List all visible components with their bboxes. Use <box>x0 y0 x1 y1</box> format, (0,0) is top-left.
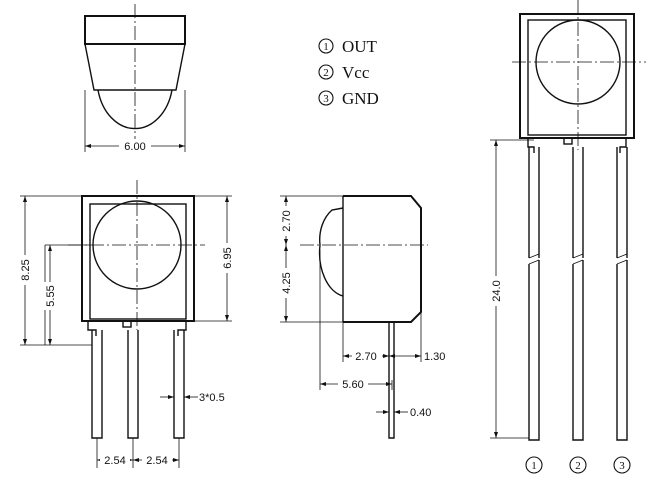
dim-lead-thickness: 0.40 <box>410 407 431 419</box>
pin-table-row-1: 1 OUT <box>318 37 378 56</box>
pin-table-name-1: OUT <box>342 37 378 56</box>
dim-depth-lens: 2.70 <box>355 351 376 363</box>
pin-table-name-3: GND <box>342 89 379 108</box>
dim-lead-width: 3*0.5 <box>199 392 225 404</box>
pin-table-row-2: 2 Vcc <box>318 63 370 82</box>
dim-pitch-right: 2.54 <box>146 455 167 467</box>
dim-side-top: 2.70 <box>281 210 293 231</box>
pin-number-2: 2 <box>575 460 581 472</box>
pin-table-name-2: Vcc <box>342 63 370 82</box>
dim-lead-length: 24.0 <box>491 280 503 301</box>
dim-lens-center: 5.55 <box>45 285 57 306</box>
pin-number-1: 1 <box>531 460 537 472</box>
dim-body-height: 6.95 <box>222 247 234 268</box>
pin-table-num-1: 1 <box>323 41 329 53</box>
pin-number-3: 3 <box>619 460 625 472</box>
side-view: 2.70 4.25 2.70 1.30 5.60 0.40 <box>279 195 445 439</box>
pin-table-num-3: 3 <box>323 93 329 105</box>
dim-pitch-left: 2.54 <box>104 455 125 467</box>
top-view: 6.00 <box>84 4 186 153</box>
pin-table: 1 OUT 2 Vcc 3 GND <box>318 37 379 108</box>
pin-table-row-3: 3 GND <box>318 89 379 108</box>
dim-depth-small: 1.30 <box>424 351 445 363</box>
pin-table-num-2: 2 <box>323 67 329 79</box>
dim-side-bottom: 4.25 <box>281 272 293 293</box>
front-view: 8.25 5.55 6.95 3*0.5 2.54 2.54 <box>18 180 234 468</box>
rear-view: 24.0 1 2 3 <box>489 0 646 474</box>
dim-height-total: 8.25 <box>20 259 32 280</box>
dim-width: 6.00 <box>124 141 145 153</box>
dim-depth-total: 5.60 <box>342 379 363 391</box>
